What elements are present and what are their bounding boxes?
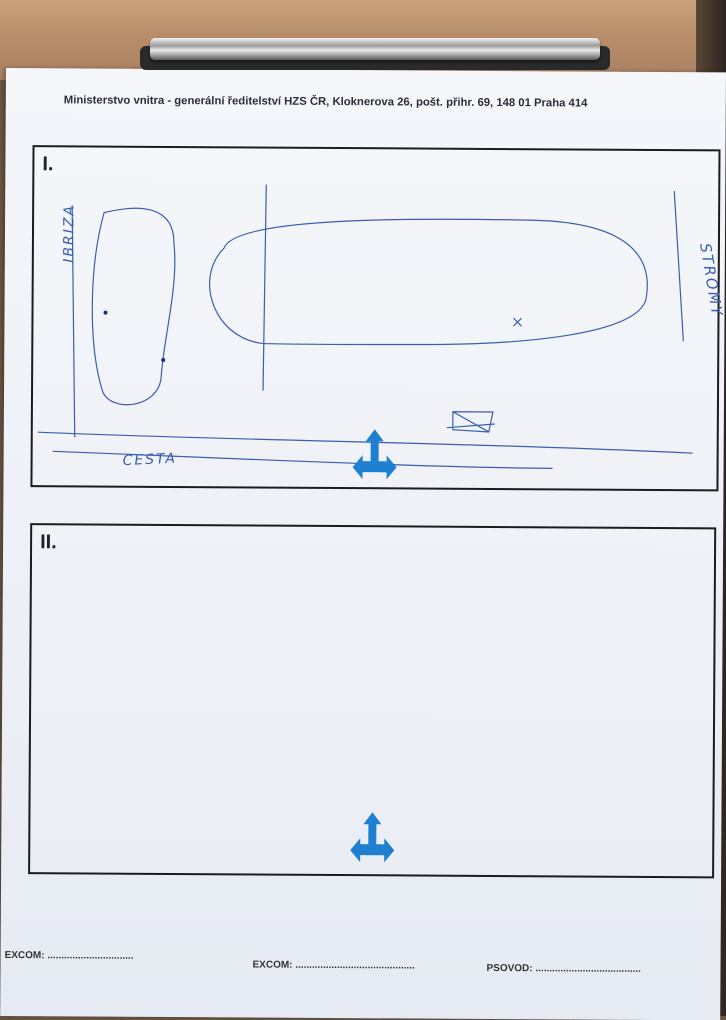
sketch-panel-2: II. <box>28 523 716 878</box>
move-arrows-icon <box>352 429 396 479</box>
cross-mark <box>513 318 521 326</box>
right-vertical-line <box>673 191 684 341</box>
sketch-panel-1: I. IBRIZA STROMY CESTA <box>30 145 720 491</box>
dot-2 <box>161 358 165 362</box>
psovod-field: PSOVOD: ................................… <box>486 963 641 975</box>
excom-field-1: EXCOM: ............................... <box>5 950 134 962</box>
clipboard-clip <box>150 38 600 60</box>
move-arrows-icon <box>350 812 394 862</box>
excom-field-2: EXCOM: .................................… <box>252 960 414 972</box>
large-ellipse <box>209 218 647 347</box>
crossed-box <box>447 412 495 432</box>
panel-number: II. <box>40 531 57 554</box>
ministry-header: Ministerstvo vnitra - generální ředitels… <box>64 94 724 110</box>
signature-footer: EXCOM: ............................... E… <box>0 948 720 992</box>
small-ellipse <box>92 208 175 405</box>
dot-1 <box>103 311 107 315</box>
form-sheet: Ministerstvo vnitra - generální ředitels… <box>0 68 726 1020</box>
handwritten-left-label: IBRIZA <box>61 204 77 263</box>
divider-line <box>263 185 266 391</box>
handwritten-bottom-label: CESTA <box>122 451 177 469</box>
